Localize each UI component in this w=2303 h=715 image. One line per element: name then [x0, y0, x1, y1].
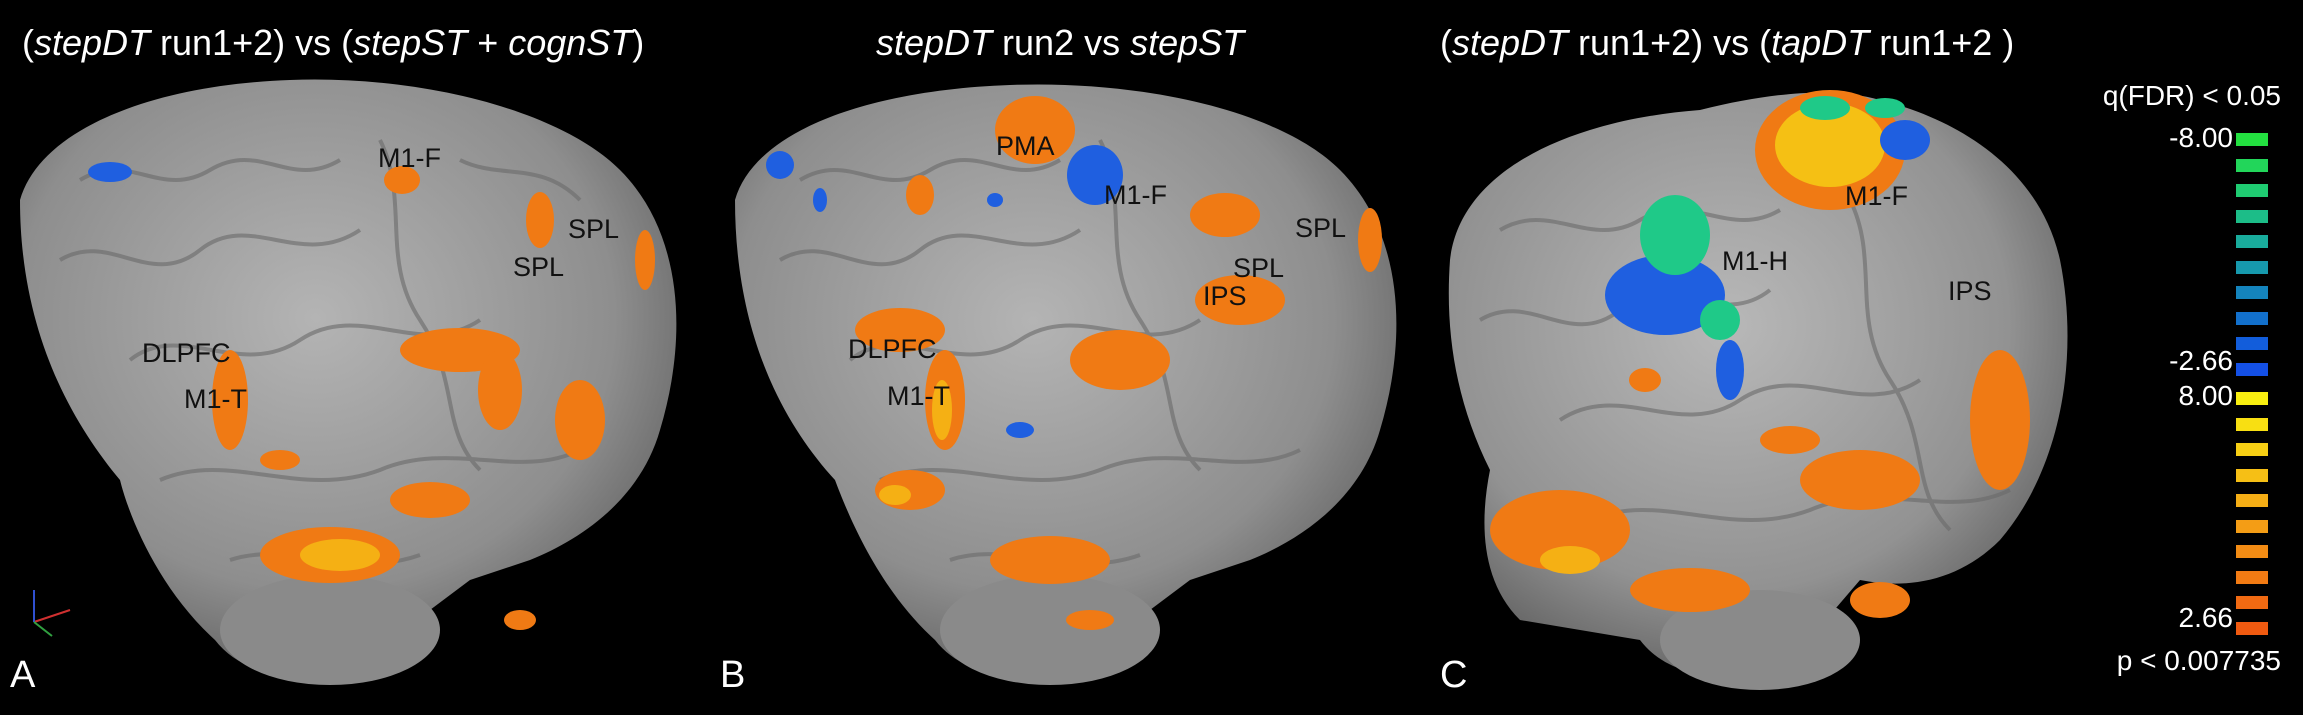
colorbar-swatch-negative [2236, 133, 2268, 146]
colorbar-swatch-positive [2236, 417, 2268, 431]
colorbar-neg-min: -2.66 [2169, 345, 2233, 376]
colorbar-pos-min: 2.66 [2178, 602, 2234, 633]
colorbar-swatch-negative [2236, 158, 2268, 172]
colorbar-swatch-negative [2236, 311, 2268, 325]
region-label: M1-T [184, 384, 247, 414]
brain-render-c: M1-F M1-H IPS [1448, 90, 2068, 690]
colorbar-swatch-positive [2236, 468, 2268, 482]
panel-b: stepDT run2 vs stepST [720, 0, 1460, 715]
colorbar-header: q(FDR) < 0.05 [2102, 80, 2281, 111]
colorbar-swatch-positive [2236, 494, 2268, 507]
region-label: PMA [996, 131, 1055, 161]
region-label: IPS [1203, 281, 1247, 311]
panel-letter: C [1440, 654, 1468, 696]
panel-title: stepDT run2 vs stepST [876, 22, 1245, 63]
region-label: M1-T [887, 381, 950, 411]
colorbar-swatch-positive [2236, 596, 2268, 609]
region-label: SPL [513, 252, 564, 282]
panel-letter: A [10, 654, 36, 696]
region-label: DLPFC [142, 338, 231, 368]
colorbar-swatch-negative [2236, 362, 2268, 376]
colorbar-pos-max: 8.00 [2178, 380, 2234, 411]
region-label: M1-F [378, 143, 441, 173]
panel-title: (stepDT run1+2) vs (tapDT run1+2 ) [1440, 22, 2015, 63]
colorbar-swatch-negative [2236, 209, 2268, 223]
colorbar-swatch-negative [2236, 184, 2268, 197]
panel-c: (stepDT run1+2) vs (tapDT run1+2 ) [1440, 0, 2080, 715]
panel-letter: B [720, 654, 746, 696]
colorbar-legend: q(FDR) < 0.05 -8.00 -2.66 8.00 2.66 p < … [2080, 0, 2303, 715]
brain-render-b: PMA M1-F SPL SPL IPS DLPFC M1-T [735, 84, 1397, 685]
brain-render-a: M1-F SPL SPL DLPFC M1-T [20, 79, 677, 685]
region-label: SPL [1295, 213, 1346, 243]
colorbar-swatch-positive [2236, 443, 2268, 456]
colorbar-swatch-positive [2236, 519, 2268, 533]
region-label: M1-F [1104, 180, 1167, 210]
colorbar-swatch-positive [2236, 392, 2268, 405]
colorbar-swatch-positive [2236, 621, 2268, 635]
axis-orientation-icon [33, 590, 71, 637]
region-label: SPL [568, 214, 619, 244]
panel-title: (stepDT run1+2) vs (stepST + cognST) [22, 22, 645, 63]
colorbar-swatch-negative [2236, 260, 2268, 274]
colorbar-swatch-negative [2236, 235, 2268, 248]
region-label: SPL [1233, 253, 1284, 283]
colorbar-footer: p < 0.007735 [2116, 645, 2281, 676]
colorbar-swatch-positive [2236, 570, 2268, 584]
colorbar-swatch-positive [2236, 545, 2268, 558]
region-label: M1-F [1845, 181, 1908, 211]
region-label: DLPFC [848, 334, 937, 364]
colorbar-neg-max: -8.00 [2169, 122, 2233, 153]
panel-a: (stepDT run1+2) vs (stepST + cognST) [0, 0, 740, 715]
region-label: IPS [1948, 276, 1992, 306]
colorbar-swatch-negative [2236, 286, 2268, 299]
colorbar-swatch-negative [2236, 337, 2268, 350]
region-label: M1-H [1722, 246, 1788, 276]
